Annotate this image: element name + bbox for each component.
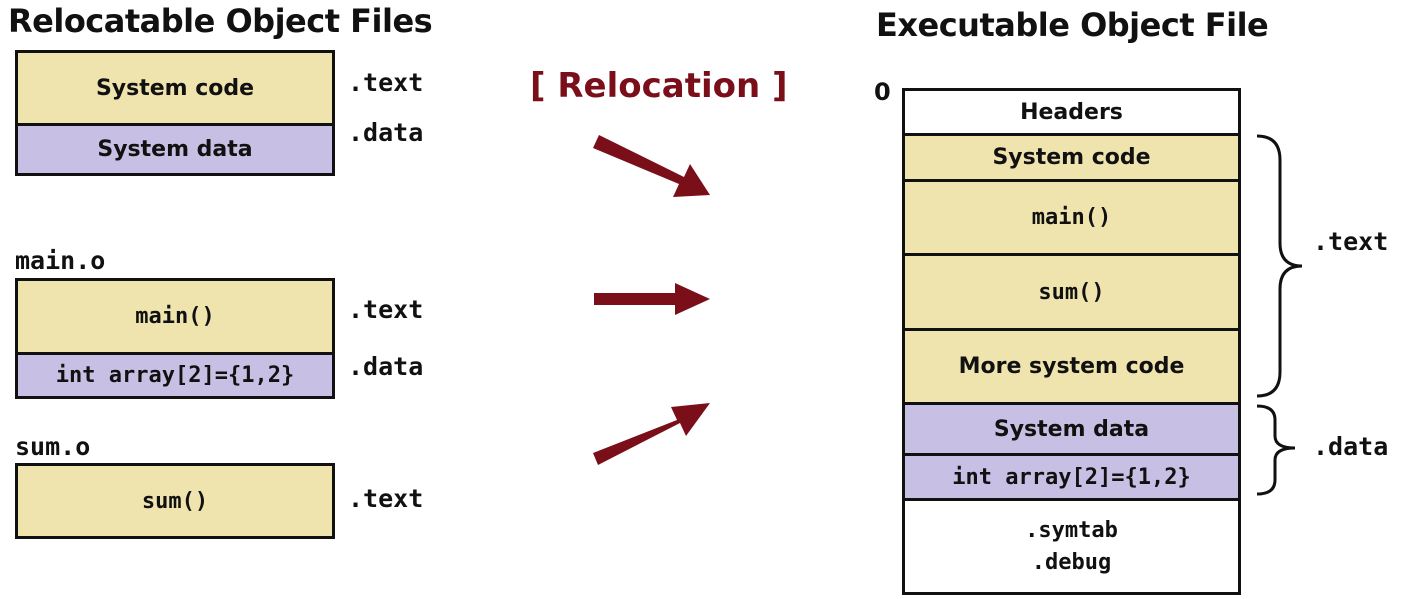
exe-data-section-label: .data [1313, 432, 1389, 461]
main-data-section-label: .data [348, 352, 424, 381]
system-text-section-label: .text [348, 68, 424, 97]
system-code-block: System code [15, 50, 335, 126]
text-brace [1256, 134, 1303, 398]
exe-sum-block: sum() [902, 253, 1241, 331]
sum-text-section-label: .text [348, 484, 424, 513]
more-system-code-block: More system code [902, 328, 1241, 405]
exe-main-block: main() [902, 179, 1241, 256]
symtab-debug-block: .symtab .debug [902, 498, 1241, 595]
arrow-bottom [593, 403, 710, 465]
exe-text-section-label: .text [1313, 227, 1389, 256]
executable-title: Executable Object File [876, 6, 1269, 44]
origin-label: 0 [874, 78, 891, 106]
main-o-file-name: main.o [15, 246, 106, 275]
debug-label: .debug [1031, 549, 1112, 575]
system-data-block: System data [15, 123, 335, 176]
sum-code-block: sum() [15, 463, 335, 539]
exe-system-data-block: System data [902, 402, 1241, 456]
exe-system-code-block: System code [902, 133, 1241, 182]
arrow-top [593, 135, 710, 197]
main-text-section-label: .text [348, 295, 424, 324]
arrow-middle [594, 283, 710, 315]
exe-int-array-block: int array[2]={1,2} [902, 453, 1241, 501]
main-data-block: int array[2]={1,2} [15, 352, 335, 399]
relocatable-title: Relocatable Object Files [8, 2, 433, 40]
headers-block: Headers [902, 88, 1241, 136]
system-data-section-label: .data [348, 118, 424, 147]
relocation-label: [ Relocation ] [530, 66, 788, 106]
data-brace [1256, 404, 1296, 496]
symtab-label: .symtab [1025, 517, 1118, 543]
sum-o-file-name: sum.o [15, 432, 91, 461]
